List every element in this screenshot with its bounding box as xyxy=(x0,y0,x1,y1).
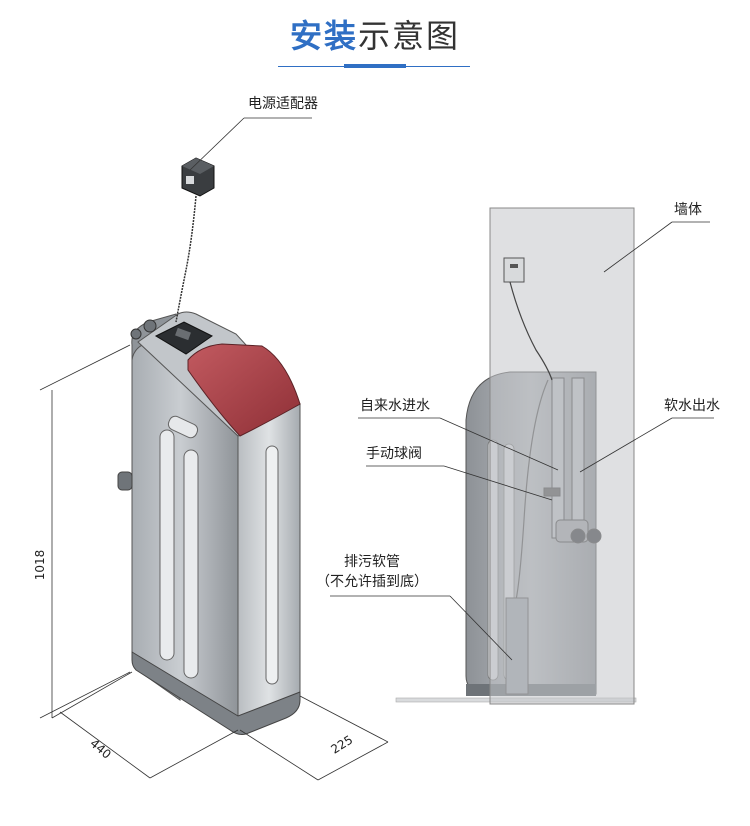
power-adapter-right xyxy=(503,257,553,381)
power-adapter-left xyxy=(175,157,215,323)
softener-unit-left xyxy=(117,311,301,735)
dimension-height: 1018 xyxy=(33,550,47,581)
title-rest: 示意图 xyxy=(358,17,461,55)
title-highlight: 安装 xyxy=(289,17,358,55)
leaders-right xyxy=(330,221,714,661)
title-underline-accent xyxy=(344,64,406,68)
dimension-width: 440 xyxy=(87,736,114,761)
power-adapter-leader xyxy=(189,117,312,171)
dimension-lines xyxy=(39,344,389,781)
label-inlet: 自来水进水 xyxy=(360,398,430,414)
label-outlet: 软水出水 xyxy=(664,398,720,414)
label-drain-hose-note: （不允许插到底） xyxy=(316,574,428,590)
dimension-depth: 225 xyxy=(328,733,355,757)
wall xyxy=(489,207,635,705)
label-power-adapter: 电源适配器 xyxy=(248,96,318,112)
label-ball-valve: 手动球阀 xyxy=(366,446,422,462)
label-drain-hose: 排污软管 xyxy=(344,554,400,570)
page-title: 安装示意图 xyxy=(0,14,750,58)
label-wall: 墙体 xyxy=(674,202,702,218)
